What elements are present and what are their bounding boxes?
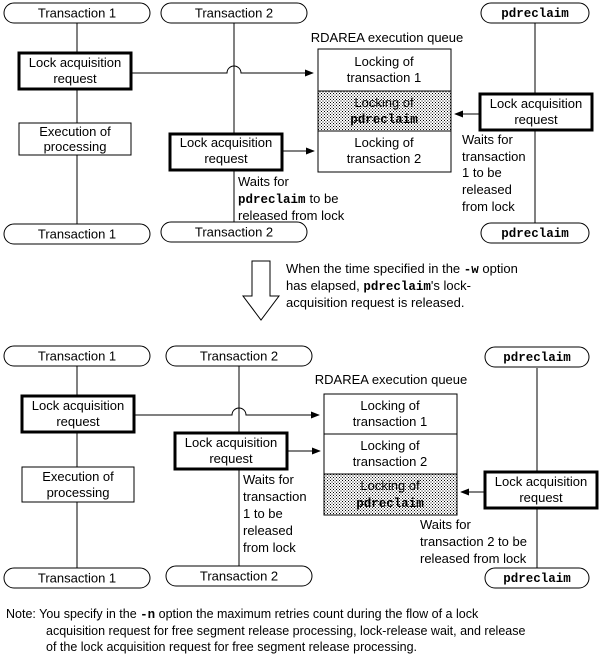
svg-text:request: request — [209, 451, 253, 466]
lock-request-transaction-2: Lock acquisition request — [173, 431, 289, 471]
svg-text:Lock acquisition: Lock acquisition — [32, 398, 125, 413]
svg-text:Transaction 2: Transaction 2 — [195, 225, 273, 240]
svg-text:Lock acquisition: Lock acquisition — [490, 96, 583, 111]
lock-request-pdreclaim: Lock acquisition request — [483, 470, 599, 510]
svg-text:transaction 1: transaction 1 — [347, 70, 421, 85]
svg-text:Transaction 1: Transaction 1 — [38, 6, 116, 21]
svg-text:acquisition request is release: acquisition request is released. — [286, 295, 465, 310]
svg-text:pdreclaim: pdreclaim — [350, 113, 418, 127]
svg-text:request: request — [53, 71, 97, 86]
svg-text:request: request — [56, 414, 100, 429]
lock-request-pdreclaim: Lock acquisition request — [478, 92, 594, 132]
transition-down-arrow-icon — [242, 260, 280, 321]
svg-text:pdreclaim: pdreclaim — [503, 572, 571, 586]
svg-text:from lock: from lock — [243, 540, 296, 555]
queue-slot-3: Locking of — [354, 135, 414, 150]
svg-text:Lock acquisition: Lock acquisition — [185, 435, 278, 450]
terminal-transaction-1-end: Transaction 1 — [3, 567, 151, 589]
svg-text:released from lock: released from lock — [238, 208, 345, 223]
terminal-pdreclaim-start: pdreclaim — [480, 2, 590, 24]
svg-text:transaction 2: transaction 2 — [347, 151, 421, 166]
top-diagram: Transaction 1 Transaction 2 pdreclaim RD… — [3, 2, 594, 245]
lock-request-transaction-1: Lock acquisition request — [17, 51, 133, 91]
queue-slot-3: Locking of — [360, 478, 420, 493]
queue-title: RDAREA execution queue — [315, 372, 467, 387]
queue-slot-2: Locking of — [354, 95, 414, 110]
svg-text:processing: processing — [47, 485, 110, 500]
terminal-pdreclaim-end: pdreclaim — [480, 222, 590, 244]
rdarea-execution-queue: Locking of transaction 1 Locking of tran… — [323, 393, 458, 516]
execution-of-processing: Execution of processing — [18, 122, 132, 156]
terminal-transaction-1-end: Transaction 1 — [3, 223, 151, 245]
lock-request-transaction-2: Lock acquisition request — [168, 132, 284, 172]
wait-text-transaction-2: Waits for transaction 1 to be released f… — [243, 472, 307, 555]
svg-text:1 to be: 1 to be — [243, 506, 283, 521]
arrow-t1-to-queue — [131, 65, 314, 77]
svg-text:Transaction 1: Transaction 1 — [38, 571, 116, 586]
svg-text:Transaction 1: Transaction 1 — [38, 349, 116, 364]
svg-text:pdreclaim: pdreclaim — [356, 497, 424, 511]
svg-text:Waits for: Waits for — [462, 132, 513, 147]
terminal-transaction-2-end: Transaction 2 — [160, 221, 308, 243]
terminal-transaction-2-end: Transaction 2 — [165, 565, 313, 587]
terminal-transaction-2-start: Transaction 2 — [160, 2, 308, 24]
queue-slot-1: Locking of — [360, 398, 420, 413]
terminal-transaction-2-start: Transaction 2 — [165, 345, 313, 367]
svg-text:Transaction 2: Transaction 2 — [200, 569, 278, 584]
svg-text:transaction: transaction — [243, 489, 307, 504]
queue-title: RDAREA execution queue — [311, 30, 463, 45]
terminal-pdreclaim-end: pdreclaim — [484, 567, 590, 589]
footnote-line-3: of the lock acquisition request for free… — [46, 640, 418, 654]
svg-text:transaction 1: transaction 1 — [353, 414, 427, 429]
svg-text:Lock acquisition: Lock acquisition — [180, 135, 273, 150]
svg-text:Execution of: Execution of — [39, 124, 111, 139]
arrow-t1-to-queue — [134, 407, 320, 419]
svg-text:1 to be: 1 to be — [462, 165, 502, 180]
svg-text:Lock acquisition: Lock acquisition — [29, 55, 122, 70]
terminal-pdreclaim-start: pdreclaim — [484, 346, 590, 368]
lock-request-transaction-1: Lock acquisition request — [20, 394, 136, 434]
svg-text:from lock: from lock — [462, 199, 515, 214]
svg-text:processing: processing — [44, 139, 107, 154]
svg-text:request: request — [204, 151, 248, 166]
transition-note: When the time specified in the -w option… — [286, 261, 518, 310]
wait-text-pdreclaim: Waits for transaction 2 to be released f… — [420, 517, 527, 566]
svg-text:has elapsed, pdreclaim's lock-: has elapsed, pdreclaim's lock- — [286, 278, 471, 294]
svg-text:transaction 2 to be: transaction 2 to be — [420, 534, 527, 549]
svg-text:pdreclaim: pdreclaim — [501, 7, 569, 21]
svg-text:request: request — [514, 112, 558, 127]
svg-text:pdreclaim: pdreclaim — [503, 351, 571, 365]
rdarea-execution-queue: Locking of transaction 1 Locking of pdre… — [317, 48, 452, 173]
footnote-line-1: Note: You specify in the -n option the m… — [6, 607, 479, 622]
svg-text:released: released — [462, 182, 512, 197]
svg-text:transaction 2: transaction 2 — [353, 454, 427, 469]
terminal-transaction-1-start: Transaction 1 — [3, 2, 151, 24]
svg-text:Waits for: Waits for — [238, 174, 289, 189]
svg-text:released: released — [243, 523, 293, 538]
terminal-transaction-1-start: Transaction 1 — [3, 345, 151, 367]
svg-text:When the time specified in the: When the time specified in the -w option — [286, 261, 518, 277]
footnote: Note: You specify in the -n option the m… — [6, 606, 600, 655]
svg-text:Transaction 1: Transaction 1 — [38, 227, 116, 242]
svg-text:Waits for: Waits for — [243, 472, 294, 487]
queue-slot-1: Locking of — [354, 54, 414, 69]
svg-text:released from lock: released from lock — [420, 551, 527, 566]
wait-text-pdreclaim: Waits for transaction 1 to be released f… — [462, 132, 526, 214]
svg-text:Waits for: Waits for — [420, 517, 471, 532]
footnote-line-2: acquisition request for free segment rel… — [46, 624, 526, 638]
svg-text:Lock acquisition: Lock acquisition — [495, 474, 588, 489]
svg-text:request: request — [519, 490, 563, 505]
execution-of-processing: Execution of processing — [21, 466, 135, 503]
queue-slot-2: Locking of — [360, 438, 420, 453]
svg-text:Transaction 2: Transaction 2 — [195, 6, 273, 21]
svg-text:pdreclaim: pdreclaim — [501, 227, 569, 241]
svg-text:Transaction 2: Transaction 2 — [200, 349, 278, 364]
svg-text:transaction: transaction — [462, 149, 526, 164]
lock-flow-diagram: Transaction 1 Transaction 2 pdreclaim RD… — [3, 2, 599, 589]
bottom-diagram: Transaction 1 Transaction 2 pdreclaim RD… — [3, 345, 599, 589]
svg-text:Execution of: Execution of — [42, 469, 114, 484]
